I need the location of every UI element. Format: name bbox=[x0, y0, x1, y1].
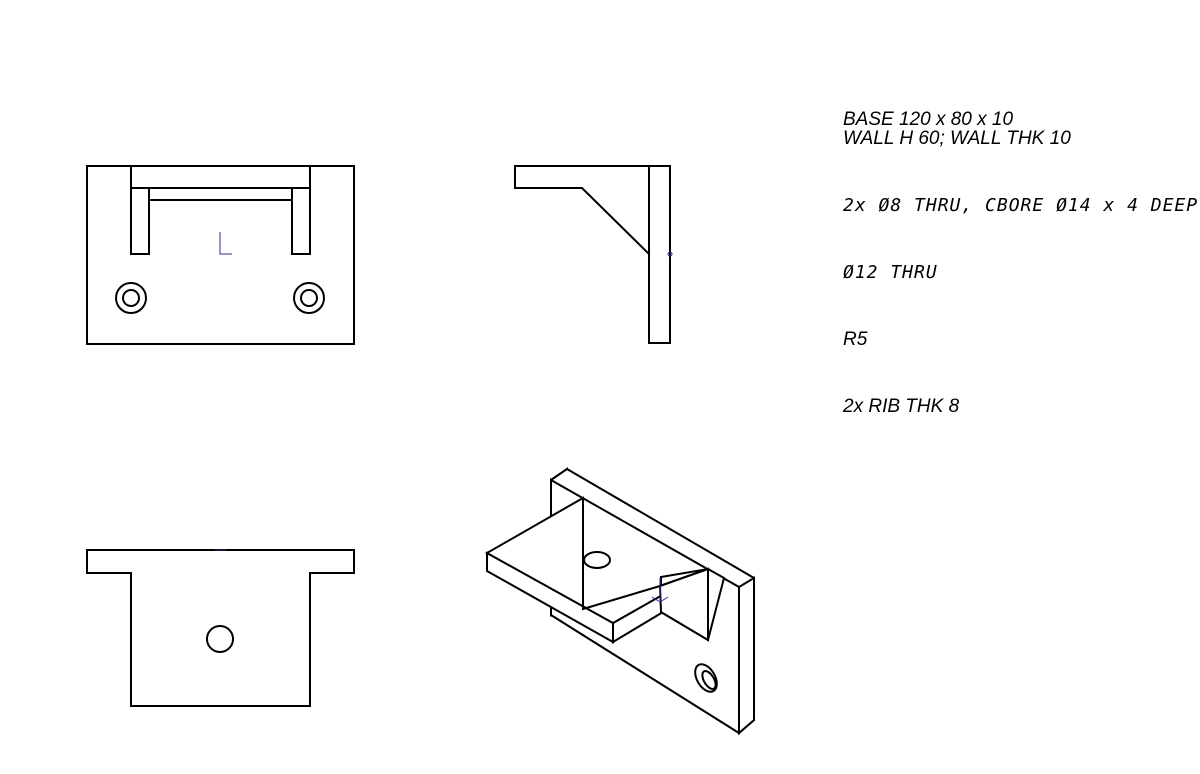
side-view-base-and-rib bbox=[514, 165, 651, 256]
iso-base-hole bbox=[583, 551, 611, 569]
iso-counterbore-outer bbox=[694, 663, 718, 693]
iso-wall-side-face bbox=[738, 576, 755, 736]
front-view-center-hole bbox=[206, 625, 234, 653]
note-wall-dimensions: WALL H 60; WALL THK 10 bbox=[843, 128, 1071, 149]
note-base-dimensions: BASE 120 x 80 x 10 bbox=[843, 109, 1014, 130]
top-view-origin-marker bbox=[219, 232, 232, 255]
top-view-counterbore-right-outer bbox=[293, 282, 325, 314]
note-fillet-radius: R5 bbox=[843, 329, 868, 350]
note-counterbore-holes: 2x Ø8 THRU, CBORE Ø14 x 4 DEEP bbox=[843, 195, 1199, 216]
note-ribs: 2x RIB THK 8 bbox=[843, 396, 960, 417]
iso-counterbore-inner bbox=[701, 669, 717, 691]
front-view-outline bbox=[86, 549, 355, 707]
top-view-counterbore-right-inner bbox=[300, 289, 318, 307]
side-view bbox=[514, 165, 673, 344]
side-view-wall bbox=[648, 165, 671, 344]
top-view-base-outline bbox=[86, 165, 355, 345]
side-view-origin-marker bbox=[667, 251, 673, 257]
top-view-counterbore-left-outer bbox=[115, 282, 147, 314]
top-view bbox=[86, 165, 355, 345]
isometric-view bbox=[484, 467, 755, 736]
note-center-hole: Ø12 THRU bbox=[843, 262, 938, 283]
top-view-counterbore-left-inner bbox=[122, 289, 140, 307]
iso-origin-marker-2 bbox=[651, 596, 661, 603]
front-view bbox=[86, 549, 355, 707]
